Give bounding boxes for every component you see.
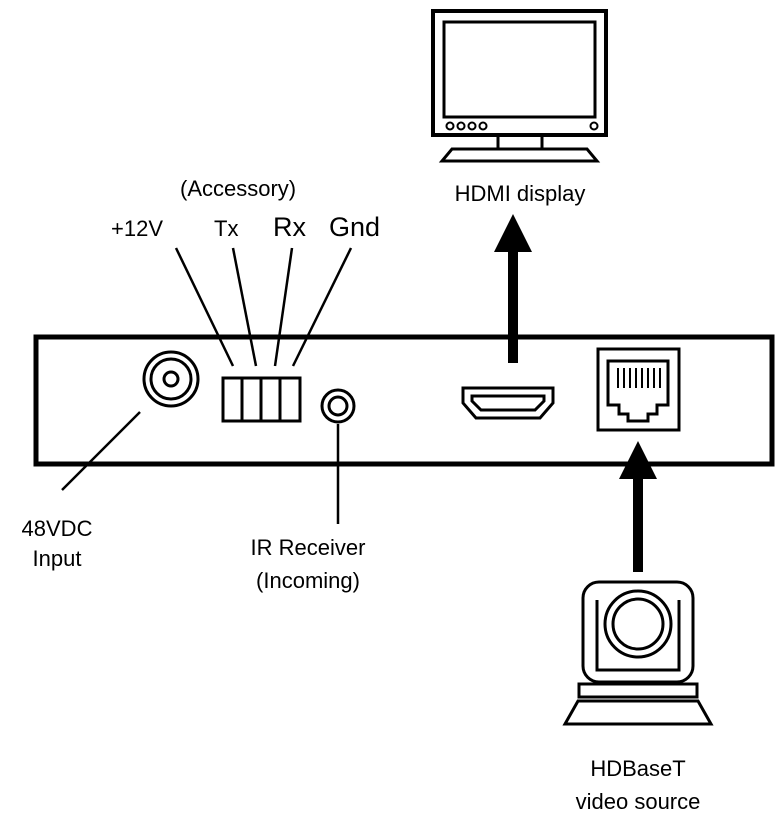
pin-tx-label: Tx (214, 216, 239, 241)
source-label-line2: video source (575, 789, 701, 814)
monitor-icon (431, 9, 608, 163)
arrow-to-display (494, 214, 532, 363)
ir-receiver-label-line2: (Incoming) (256, 568, 360, 593)
hdmi-display-label: HDMI display (454, 181, 586, 206)
ir-jack-icon (320, 388, 356, 424)
pin-12v-label: +12V (111, 216, 163, 241)
ptz-camera-icon (562, 580, 714, 726)
pin-gnd-label: Gnd (329, 212, 381, 242)
device-enclosure (33, 334, 775, 467)
dc-input-label-line1: 48VDC (21, 516, 93, 541)
dc-jack-icon (142, 350, 200, 408)
dc-input-label-line2: Input (32, 546, 82, 571)
accessory-label: (Accessory) (180, 176, 297, 201)
rj45-port-icon (596, 347, 681, 432)
hdmi-port-icon (461, 386, 555, 420)
ir-receiver-label-line1: IR Receiver (250, 535, 366, 560)
accessory-leader-lines (174, 247, 353, 367)
terminal-block-icon (221, 376, 302, 423)
arrow-from-source (619, 441, 657, 572)
source-label-line1: HDBaseT (590, 756, 686, 781)
pin-rx-label: Rx (273, 212, 306, 242)
dc-jack-leader (61, 411, 141, 491)
